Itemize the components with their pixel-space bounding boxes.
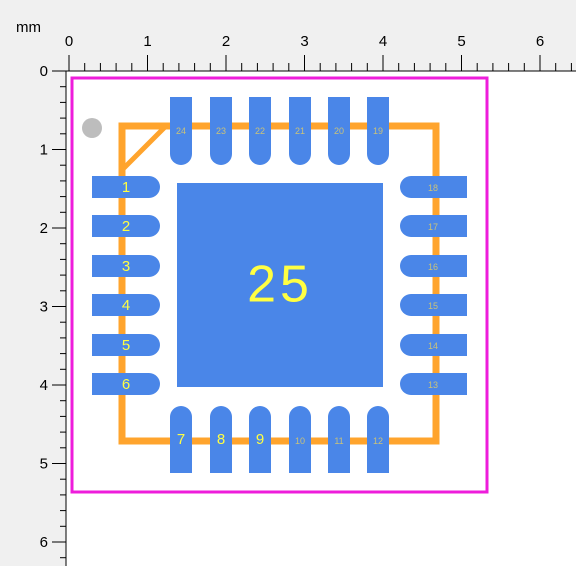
pad-13[interactable]: 13 xyxy=(400,373,467,395)
vertical-ruler[interactable] xyxy=(0,0,66,566)
pad-18[interactable]: 18 xyxy=(400,176,467,198)
ruler-y-label: 2 xyxy=(40,220,48,237)
pin-label: 1 xyxy=(122,179,130,196)
ruler-y-label: 3 xyxy=(40,299,48,316)
pin-label: 14 xyxy=(428,341,438,351)
pin-label: 11 xyxy=(334,436,343,446)
pin-label: 17 xyxy=(428,222,438,232)
pad-24[interactable]: 24 xyxy=(170,97,192,165)
ruler-x-label: 2 xyxy=(222,33,230,50)
pin-label: 24 xyxy=(176,126,186,136)
pad-7[interactable]: 7 xyxy=(170,406,192,473)
pad-22[interactable]: 22 xyxy=(249,97,271,165)
pin-label: 20 xyxy=(334,126,344,136)
pin-label: 12 xyxy=(373,436,383,446)
pad-10[interactable]: 10 xyxy=(289,406,311,473)
ruler-y-label: 0 xyxy=(40,63,48,80)
pad-1[interactable]: 1 xyxy=(92,176,160,198)
pad-9[interactable]: 9 xyxy=(249,406,271,473)
ruler-y-label: 5 xyxy=(40,456,48,473)
pin1-marker-dot xyxy=(82,118,102,138)
ruler-x-label: 1 xyxy=(143,33,151,50)
pin-label: 5 xyxy=(122,337,130,354)
ruler-y-label: 6 xyxy=(40,534,48,551)
pin1-chamfer xyxy=(120,124,168,172)
pad-15[interactable]: 15 xyxy=(400,294,467,316)
pad-3[interactable]: 3 xyxy=(92,255,160,277)
pad-8[interactable]: 8 xyxy=(210,406,232,473)
pin-label: 16 xyxy=(428,262,438,272)
pin-label: 10 xyxy=(295,436,305,446)
pin-label: 8 xyxy=(217,431,225,448)
pin-label: 4 xyxy=(122,297,130,314)
pin-label: 19 xyxy=(373,126,383,136)
pad-23[interactable]: 23 xyxy=(210,97,232,165)
pin-label: 6 xyxy=(122,376,130,393)
pad-5[interactable]: 5 xyxy=(92,334,160,356)
ruler-x-label: 0 xyxy=(65,33,73,50)
pin-label: 15 xyxy=(428,301,438,311)
pad-2[interactable]: 2 xyxy=(92,215,160,237)
pad-16[interactable]: 16 xyxy=(400,255,467,277)
pad-12[interactable]: 12 xyxy=(367,406,389,473)
pad-17[interactable]: 17 xyxy=(400,215,467,237)
pin-label: 23 xyxy=(216,126,226,136)
pin-label: 9 xyxy=(256,431,264,448)
ruler-y-label: 4 xyxy=(40,377,48,394)
pad-19[interactable]: 19 xyxy=(367,97,389,165)
pad-14[interactable]: 14 xyxy=(400,334,467,356)
pin-label: 13 xyxy=(428,380,438,390)
horizontal-ruler[interactable] xyxy=(0,0,576,71)
pin-label: 18 xyxy=(428,183,438,193)
ruler-x-label: 4 xyxy=(379,33,387,50)
pad-21[interactable]: 21 xyxy=(289,97,311,165)
exposed-pad-label: 25 xyxy=(247,256,313,314)
ruler-y-label: 1 xyxy=(40,142,48,159)
ruler-x-label: 5 xyxy=(457,33,465,50)
pin-label: 7 xyxy=(177,431,185,448)
pad-11[interactable]: 11 xyxy=(328,406,350,473)
pin-label: 21 xyxy=(295,126,305,136)
ruler-x-label: 3 xyxy=(300,33,308,50)
pad-6[interactable]: 6 xyxy=(92,373,160,395)
ruler-x-label: 6 xyxy=(536,33,544,50)
ruler-unit-label: mm xyxy=(16,19,41,36)
pad-4[interactable]: 4 xyxy=(92,294,160,316)
pin-label: 22 xyxy=(255,126,265,136)
pin-label: 2 xyxy=(122,218,130,235)
pin-label: 3 xyxy=(122,258,130,275)
pad-20[interactable]: 20 xyxy=(328,97,350,165)
silkscreen-outline xyxy=(118,122,440,445)
exposed-pad[interactable] xyxy=(177,183,383,387)
courtyard-outline xyxy=(70,76,489,494)
